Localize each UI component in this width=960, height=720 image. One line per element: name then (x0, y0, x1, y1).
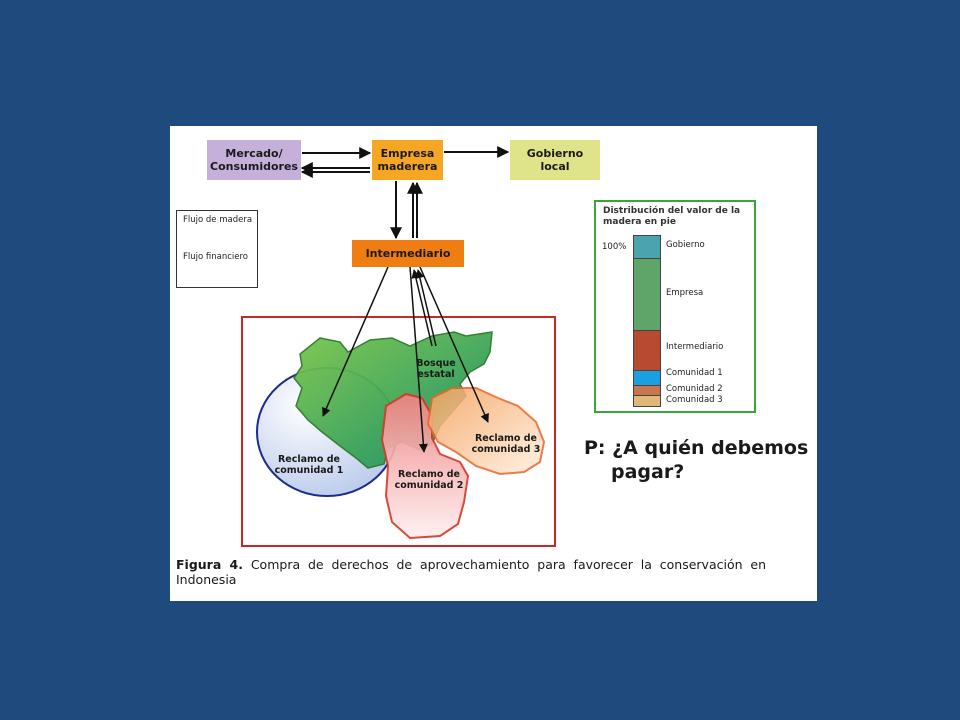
intermediario-box: Intermediario (352, 240, 464, 267)
segment-label-comunidad-3: Comunidad 3 (666, 395, 723, 405)
bar-segment-gobierno (634, 236, 660, 259)
arrow-forest-to-intermediario-a (411, 269, 433, 347)
value-distribution-panel: Distribución del valor de la madera en p… (594, 200, 756, 413)
map-frame (241, 316, 556, 547)
figure-number: Figura 4. (176, 557, 243, 572)
bar-segment-intermediario (634, 331, 660, 371)
bar-segment-comunidad-3 (634, 396, 660, 406)
gobierno-box: Gobierno local (510, 140, 600, 180)
bar-segment-empresa (634, 259, 660, 331)
diagram-graphics (188, 146, 556, 547)
bar-segment-comunidad-1 (634, 371, 660, 386)
question-text: P: ¿A quién debemos pagar? (584, 436, 808, 484)
community-2-area (380, 392, 470, 540)
legend-wood-label: Flujo de madera (183, 215, 253, 225)
legend-financial-label: Flujo financiero (183, 252, 249, 262)
question-line-1: P: ¿A quién debemos (584, 437, 809, 459)
segment-label-comunidad-1: Comunidad 1 (666, 368, 723, 378)
arrow-forest-to-intermediario-b (415, 269, 437, 347)
community-1-label: Reclamo de comunidad 1 (274, 454, 344, 476)
question-line-2: pagar? (611, 461, 685, 483)
arrow-intermediario-to-community-1 (322, 266, 389, 417)
diagram-slide: Mercado/ Consumidores Empresa maderera G… (170, 126, 817, 601)
stacked-bar (633, 235, 661, 407)
segment-label-gobierno: Gobierno (666, 240, 705, 250)
figure-caption: Figura 4. Compra de derechos de aprovech… (176, 557, 766, 587)
segment-label-comunidad-2: Comunidad 2 (666, 384, 723, 394)
community-3-label: Reclamo de comunidad 3 (471, 433, 541, 455)
bar-segment-comunidad-2 (634, 386, 660, 396)
distribution-title: Distribución del valor de la madera en p… (603, 206, 741, 227)
segment-label-empresa: Empresa (666, 288, 704, 298)
mercado-box: Mercado/ Consumidores (207, 140, 301, 180)
arrow-intermediario-to-community-3 (419, 266, 489, 423)
community-3-area (426, 387, 546, 476)
segment-label-intermediario: Intermediario (666, 342, 724, 352)
flow-legend: Flujo de madera Flujo financiero (176, 210, 258, 288)
empresa-box: Empresa maderera (372, 140, 443, 180)
caption-text: Compra de derechos de aprovechamiento pa… (176, 557, 766, 587)
arrow-intermediario-to-community-2 (409, 266, 428, 453)
forest-label: Bosque estatal (416, 358, 456, 380)
community-2-label: Reclamo de comunidad 2 (394, 469, 464, 491)
percent-label: 100% (602, 242, 627, 252)
